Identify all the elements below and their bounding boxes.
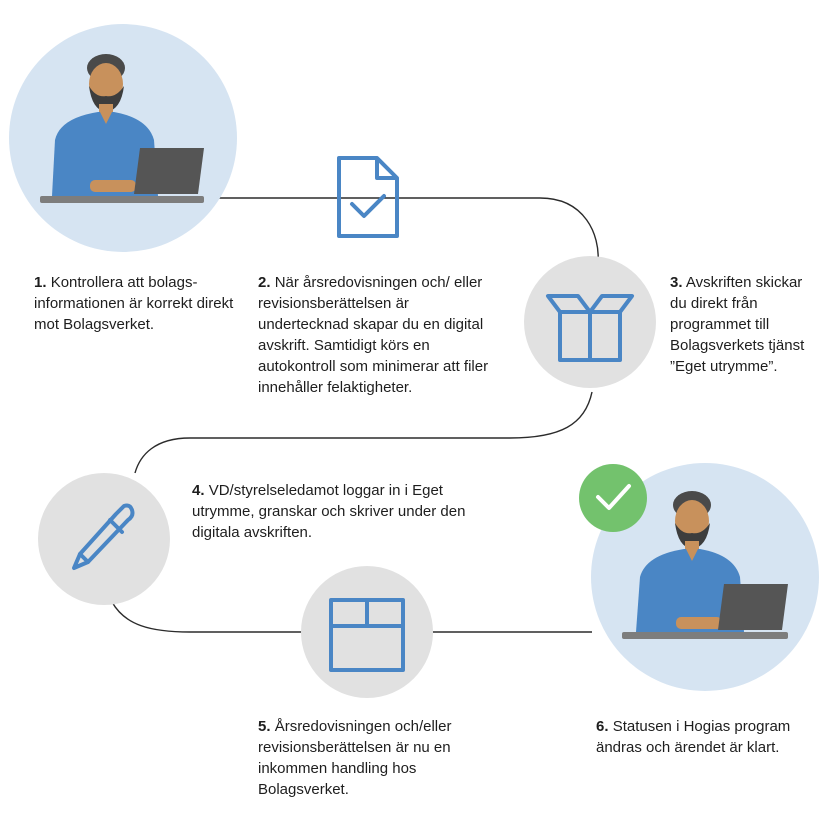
pen-circle: [38, 473, 170, 605]
open-box-circle: [524, 256, 656, 388]
step-1-description: Kontrollera att bolags-informationen är …: [34, 274, 234, 333]
step-5-text: 5. Årsredovisningen och/eller revisionsb…: [258, 716, 498, 800]
person-6-circle: [579, 463, 819, 691]
step-3-description: Avskriften skickar du direkt från progra…: [670, 274, 805, 375]
person-laptop-icon: [40, 54, 204, 203]
step-5-number: 5.: [258, 718, 271, 735]
checkmark-icon: [596, 484, 631, 510]
step-6-text: 6. Statusen i Hogias program ändras och …: [596, 716, 811, 758]
document-check-icon: [337, 156, 399, 238]
connector-line: [111, 197, 599, 633]
open-box-icon: [546, 294, 634, 362]
step-6-number: 6.: [596, 718, 609, 735]
step-4-text: 4. VD/styrelseledamot loggar in i Eget u…: [192, 480, 472, 543]
step-6-description: Statusen i Hogias program ändras och äre…: [596, 718, 791, 756]
step-1-text: 1. Kontrollera att bolags-informationen …: [34, 272, 244, 335]
step-5-description: Årsredovisningen och/eller revisionsberä…: [258, 718, 452, 798]
step-3-number: 3.: [670, 274, 683, 291]
step-4-number: 4.: [192, 482, 205, 499]
step-4-description: VD/styrelseledamot loggar in i Eget utry…: [192, 482, 466, 541]
person-1-circle: [9, 24, 237, 252]
person-laptop-icon: [622, 491, 788, 639]
step-2-text: 2. När årsredovisningen och/ eller revis…: [258, 272, 498, 398]
pen-icon: [72, 503, 135, 570]
step-3-text: 3. Avskriften skickar du direkt från pro…: [670, 272, 820, 377]
step-2-description: När årsredovisningen och/ eller revision…: [258, 274, 489, 396]
step-2-number: 2.: [258, 274, 271, 291]
closed-box-circle: [301, 566, 433, 698]
step-1-number: 1.: [34, 274, 47, 291]
closed-box-icon: [329, 598, 405, 672]
